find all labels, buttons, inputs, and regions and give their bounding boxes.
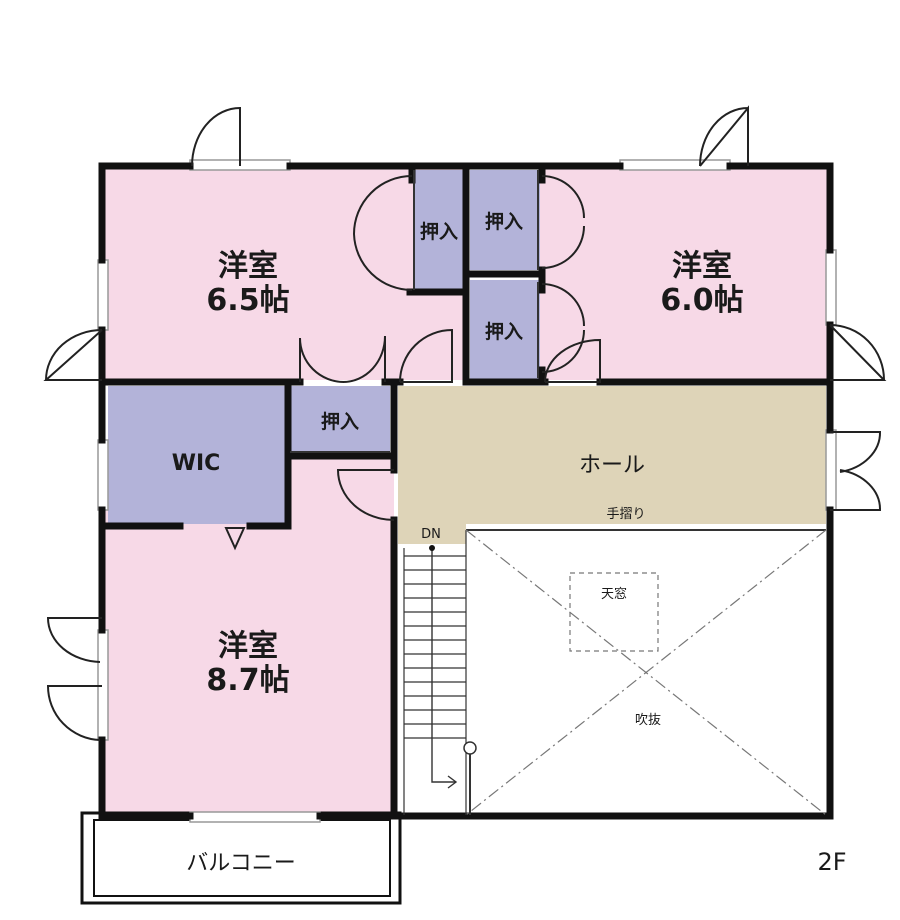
stairs-start-dot <box>429 545 435 551</box>
handrail-label: 手摺り <box>606 507 645 522</box>
hall-label: ホール <box>579 453 645 478</box>
hall-fill <box>398 386 826 524</box>
bedroom-6-5-fill <box>104 166 464 380</box>
closet-frames <box>290 170 539 453</box>
stairs-dn-label: DN <box>421 527 441 542</box>
handrail-post <box>463 741 477 755</box>
balcony-label: バルコニー <box>186 851 296 876</box>
labels: 洋室 6.5帖 洋室 6.0帖 洋室 8.7帖 押入 押入 押入 押入 WIC … <box>172 210 847 876</box>
closet-1-fill <box>414 170 464 292</box>
closet-4-fill <box>290 386 390 454</box>
stairs-direction-line <box>431 548 456 783</box>
bedroom-6-5-name: 洋室 <box>218 249 278 284</box>
closet-3-label: 押入 <box>485 320 523 343</box>
closet-2-fill <box>470 170 540 270</box>
closet-2-label: 押入 <box>485 210 523 233</box>
closet-1-label: 押入 <box>420 220 458 243</box>
bedroom-6-0-name: 洋室 <box>672 249 732 284</box>
wic-label: WIC <box>172 451 221 476</box>
stairs <box>403 529 826 815</box>
skylight-label: 天窓 <box>601 586 627 602</box>
bedroom-6-5-size: 6.5帖 <box>206 283 289 318</box>
walls <box>98 162 834 820</box>
bedroom-6-0-size: 6.0帖 <box>660 283 743 318</box>
bedroom-8-7-fill-b <box>104 525 394 817</box>
balcony <box>80 811 402 905</box>
floor-label: 2F <box>817 848 846 876</box>
skylight-outline <box>569 572 659 652</box>
bedroom-8-7-size: 8.7帖 <box>206 663 289 698</box>
wic-fill <box>108 386 286 524</box>
hall-fill-stair-top <box>398 520 466 544</box>
closet-4-label: 押入 <box>321 410 359 433</box>
doors <box>43 105 887 741</box>
stairs-arrowhead <box>447 775 458 789</box>
void-label: 吹抜 <box>635 712 661 728</box>
bedroom-8-7-name: 洋室 <box>218 629 278 664</box>
void <box>465 529 827 816</box>
bedroom-6-0-fill <box>540 166 830 380</box>
closet-3-fill <box>470 280 540 380</box>
